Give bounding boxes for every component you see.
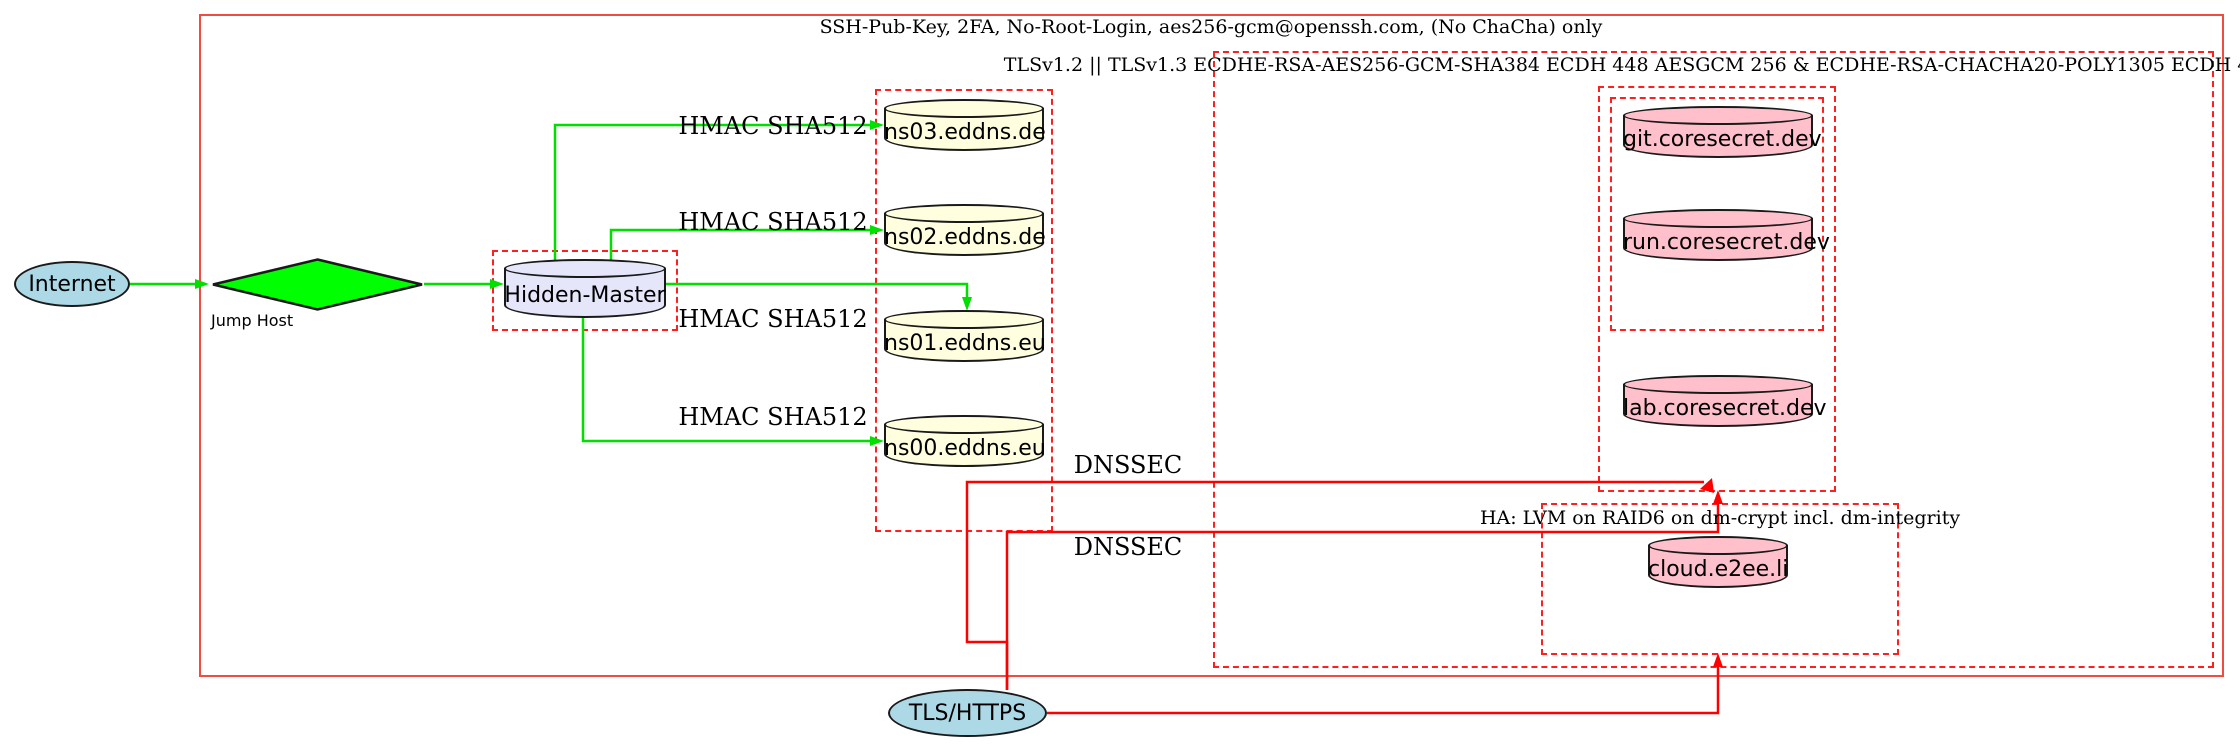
jump-host-label: Jump Host — [211, 311, 294, 330]
internet-node: Internet — [14, 261, 130, 307]
internet-label: Internet — [28, 271, 116, 297]
edge-hiddenmaster-to-ns02 — [609, 225, 884, 260]
ns01-node: ns01.eddns.eu — [884, 310, 1046, 362]
edge-label-hmac-ns00: HMAC SHA512 — [678, 403, 868, 431]
ns00-label: ns00.eddns.eu — [884, 436, 1046, 461]
edge-label-hmac-ns03: HMAC SHA512 — [678, 112, 868, 140]
ns02-label: ns02.eddns.de — [884, 225, 1046, 250]
cluster-ssh-label: SSH-Pub-Key, 2FA, No-Root-Login, aes256-… — [819, 16, 1603, 38]
cylinder-cap — [884, 99, 1044, 118]
cylinder-cap — [884, 415, 1044, 434]
ns01-label: ns01.eddns.eu — [884, 331, 1046, 356]
tls-https-node: TLS/HTTPS — [888, 689, 1047, 737]
edge-label-hmac-ns01: HMAC SHA512 — [678, 305, 868, 333]
cylinder-cap — [1648, 536, 1788, 555]
tls-https-label: TLS/HTTPS — [908, 700, 1027, 726]
lab-coresecret-label: lab.coresecret.dev — [1623, 396, 1827, 421]
cylinder-cap — [884, 310, 1044, 329]
cylinder-cap — [1623, 375, 1813, 394]
cloud-e2ee-node: cloud.e2ee.li — [1648, 536, 1788, 588]
ns00-node: ns00.eddns.eu — [884, 415, 1046, 467]
edge-jumphost-to-hiddenmaster — [424, 279, 504, 289]
cluster-eddns-box — [875, 89, 1053, 532]
edge-dnssec-to-coresecret-2 — [1005, 490, 1723, 690]
cylinder-cap — [884, 204, 1044, 223]
cluster-coresecret-box — [1598, 86, 1836, 492]
cloud-e2ee-label: cloud.e2ee.li — [1648, 557, 1789, 582]
cluster-tls-label: TLSv1.2 || TLSv1.3 ECDHE-RSA-AES256-GCM-… — [1003, 54, 2240, 76]
cluster-ha-label: HA: LVM on RAID6 on dm-crypt incl. dm-in… — [1479, 507, 1961, 529]
hidden-master-label: Hidden-Master — [504, 283, 666, 308]
edge-label-hmac-ns02: HMAC SHA512 — [678, 208, 868, 236]
cluster-hidden-master-box — [492, 250, 678, 331]
cylinder-cap — [504, 259, 666, 278]
edge-hiddenmaster-to-ns01 — [666, 282, 972, 311]
git-coresecret-label: git.coresecret.dev — [1623, 127, 1822, 152]
cluster-coresecret-inner-box — [1610, 97, 1824, 331]
edge-internet-to-jumphost — [130, 279, 209, 289]
hidden-master-node: Hidden-Master — [504, 259, 666, 318]
lab-coresecret-node: lab.coresecret.dev — [1623, 375, 1827, 427]
cylinder-cap — [1623, 106, 1813, 125]
edge-hiddenmaster-to-ns00 — [581, 317, 884, 446]
edge-hiddenmaster-to-ns03 — [553, 120, 884, 260]
git-coresecret-node: git.coresecret.dev — [1623, 106, 1822, 158]
ns03-label: ns03.eddns.de — [884, 120, 1046, 145]
cylinder-cap — [1623, 209, 1813, 228]
edge-label-dnssec-1: DNSSEC — [1073, 451, 1183, 479]
edge-tlshttps-to-ha — [1047, 653, 1723, 715]
edge-label-dnssec-2: DNSSEC — [1073, 533, 1183, 561]
cluster-ssh-box — [199, 14, 2224, 677]
run-coresecret-label: run.coresecret.dev — [1623, 230, 1830, 255]
run-coresecret-node: run.coresecret.dev — [1623, 209, 1830, 261]
ns03-node: ns03.eddns.de — [884, 99, 1046, 151]
ns02-node: ns02.eddns.de — [884, 204, 1046, 256]
jump-host-node: Jump Host — [211, 258, 424, 330]
jump-host-diamond-shape — [212, 258, 423, 311]
